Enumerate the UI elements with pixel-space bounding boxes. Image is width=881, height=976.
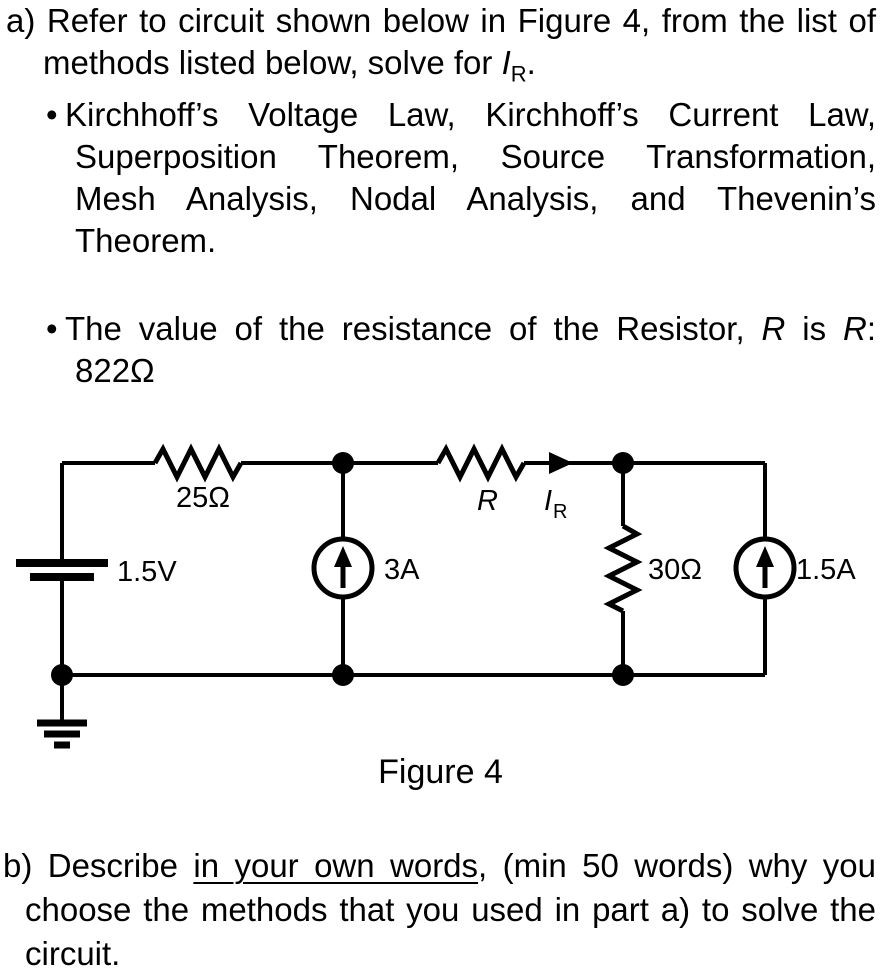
current-source-1p5a (733, 536, 797, 600)
resistance-line-1-colon: : (866, 310, 877, 347)
battery-label: 1.5V (117, 556, 177, 588)
bullet-icon: • (46, 310, 58, 347)
resistance-line-1-text: The value of the resistance of the Resis… (65, 310, 762, 347)
part-b-line-3: circuit. (25, 935, 121, 972)
node-dot (51, 664, 73, 686)
resistor-r-label: R (477, 485, 498, 517)
part-b-line-1-pre: b) Describe (3, 847, 194, 884)
circuit-figure: 25Ω 1.5V 3A R I R 30Ω 1.5A (0, 440, 881, 750)
ground-symbol (37, 675, 87, 749)
resistor-25-label: 25Ω (176, 482, 230, 514)
part-a-line-1: a) Refer to circuit shown below in Figur… (6, 2, 876, 39)
source-arrow-head (756, 546, 774, 567)
resistor-symbol-1: R (761, 310, 786, 347)
methods-line-3: Mesh Analysis, Nodal Analysis, and Theve… (75, 180, 876, 217)
current-symbol-subscript: R (510, 61, 527, 87)
source-arrow-head (334, 546, 352, 567)
methods-bullet: •Kirchhoff’s Voltage Law, Kirchhoff’s Cu… (6, 94, 876, 262)
current-ir-label: I (544, 485, 552, 517)
part-b-line-1: b) Describe in your own words, (min 50 w… (3, 844, 876, 888)
methods-line-2: Superposition Theorem, Source Transforma… (75, 138, 876, 175)
part-b-paragraph: b) Describe in your own words, (min 50 w… (3, 844, 876, 976)
resistance-line-1-mid: is (785, 310, 843, 347)
current-source-3a (311, 536, 375, 600)
connection-nodes (51, 452, 634, 686)
resistor-symbol-2: R (843, 310, 867, 347)
resistance-bullet: •The value of the resistance of the Resi… (6, 308, 876, 392)
resistance-value: 822Ω (75, 352, 155, 389)
current-ir-label-sub: R (553, 501, 567, 523)
source-1p5a-label: 1.5A (796, 554, 856, 586)
current-symbol: I (501, 44, 511, 81)
battery-symbol (16, 559, 108, 581)
methods-line-4: Theorem. (75, 222, 217, 259)
circuit-diagram: 25Ω 1.5V 3A R I R 30Ω 1.5A (16, 443, 856, 749)
part-b-line-1-post: , (min 50 words) why you (478, 847, 877, 884)
node-dot (612, 452, 634, 474)
underlined-phrase: in your own words (193, 847, 479, 884)
methods-line-1-text: Kirchhoff’s Voltage Law, Kirchhoff’s Cur… (65, 96, 876, 133)
node-dot (332, 664, 354, 686)
resistor-r-symbol (435, 443, 527, 483)
part-b-line-2: choose the methods that you used in part… (25, 891, 876, 928)
figure-caption: Figure 4 (378, 753, 503, 791)
resistor-25-symbol (152, 443, 244, 483)
part-a-line-2-text: methods listed below, solve for (43, 44, 502, 81)
bullet-icon: • (46, 96, 58, 133)
resistor-30-label: 30Ω (648, 554, 702, 586)
resistance-line-1: •The value of the resistance of the Resi… (46, 308, 877, 350)
node-dot (332, 452, 354, 474)
methods-line-1: •Kirchhoff’s Voltage Law, Kirchhoff’s Cu… (46, 94, 876, 136)
part-a-line-2: methods listed below, solve for IR. (6, 42, 876, 87)
source-3a-label: 3A (384, 554, 420, 586)
part-a-paragraph: a) Refer to circuit shown below in Figur… (6, 0, 876, 87)
part-a-line-2-period: . (526, 44, 536, 81)
current-direction-arrow (549, 452, 573, 474)
resistor-30-symbol (603, 523, 643, 614)
node-dot (612, 664, 634, 686)
